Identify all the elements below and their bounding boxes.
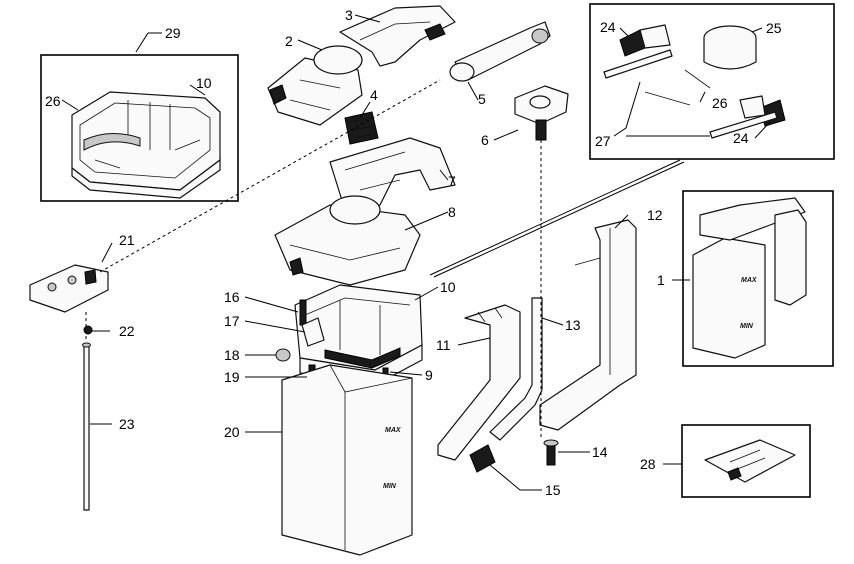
callout-numbers: 29 26 10 2 3 4 5 6 7 8 10 11 9 12 13 14 … (45, 7, 782, 498)
callout-9: 9 (425, 367, 433, 383)
part-15-nozzle (469, 444, 496, 473)
part-21-connector-block (29, 264, 109, 313)
callout-11: 11 (436, 337, 451, 353)
callout-15: 15 (545, 482, 561, 498)
part-4-fitting (344, 111, 379, 145)
callout-26-inset-29: 26 (45, 93, 61, 109)
callout-19: 19 (224, 369, 240, 385)
max-marking-main: MAX (385, 427, 402, 434)
part-6-connector (514, 85, 569, 141)
callout-7: 7 (448, 173, 456, 189)
callout-12: 12 (647, 207, 663, 223)
callout-1: 1 (657, 272, 665, 288)
part-13-hose (489, 297, 543, 441)
callout-17: 17 (224, 313, 240, 329)
part-3-top-cover (339, 5, 456, 67)
leader-lines (61, 14, 771, 491)
callout-18: 18 (224, 347, 240, 363)
part-24-tap-upper (619, 24, 671, 57)
callout-20: 20 (224, 424, 240, 440)
max-marking-inset: MAX (741, 277, 758, 284)
part-11-bracket (437, 304, 521, 461)
part-17-valve (301, 317, 325, 347)
part-23-suction-rod (82, 342, 91, 511)
callout-21: 21 (119, 232, 135, 248)
part-2-float-housing (267, 45, 363, 126)
callout-10-inset-29: 10 (196, 75, 212, 91)
part-1-assembled-unit: MAX MIN (692, 197, 807, 359)
callout-25: 25 (766, 20, 782, 36)
part-22-screw (83, 325, 93, 335)
callout-16: 16 (224, 289, 240, 305)
callout-5: 5 (478, 91, 486, 107)
callout-6: 6 (481, 132, 489, 148)
callout-24-upper: 24 (600, 19, 616, 35)
callout-26-inset-top: 26 (712, 95, 728, 111)
part-8-lid-body (274, 195, 421, 286)
callout-27: 27 (595, 133, 611, 149)
part-12-side-panel (539, 219, 637, 431)
callout-8: 8 (448, 204, 456, 220)
callout-10-main: 10 (440, 279, 456, 295)
assembly-line-inset-to-main (429, 159, 685, 278)
min-marking-inset: MIN (740, 323, 754, 330)
part-25-ring (703, 25, 757, 70)
callout-3: 3 (345, 7, 353, 23)
callout-14: 14 (592, 444, 608, 460)
part-5-milk-tube (449, 21, 551, 82)
part-18-plug (275, 348, 291, 362)
part-26-clips (644, 69, 711, 106)
callout-13: 13 (565, 317, 581, 333)
callout-2: 2 (285, 33, 293, 49)
min-marking-main: MIN (383, 483, 397, 490)
callout-24-lower: 24 (733, 130, 749, 146)
part-14-screw (543, 439, 559, 466)
assembly-line-21-to-5 (99, 79, 441, 273)
callout-29: 29 (165, 25, 181, 41)
part-20-milk-container: MAX MIN (281, 364, 413, 556)
callout-22: 22 (119, 323, 135, 339)
callout-28: 28 (640, 456, 656, 472)
part-27-rods (603, 49, 778, 139)
callout-4: 4 (370, 87, 378, 103)
part-28-seal-kit (704, 439, 796, 483)
part-16-screw (299, 299, 307, 326)
callout-23: 23 (119, 416, 135, 432)
part-29-base-detail (71, 91, 221, 199)
